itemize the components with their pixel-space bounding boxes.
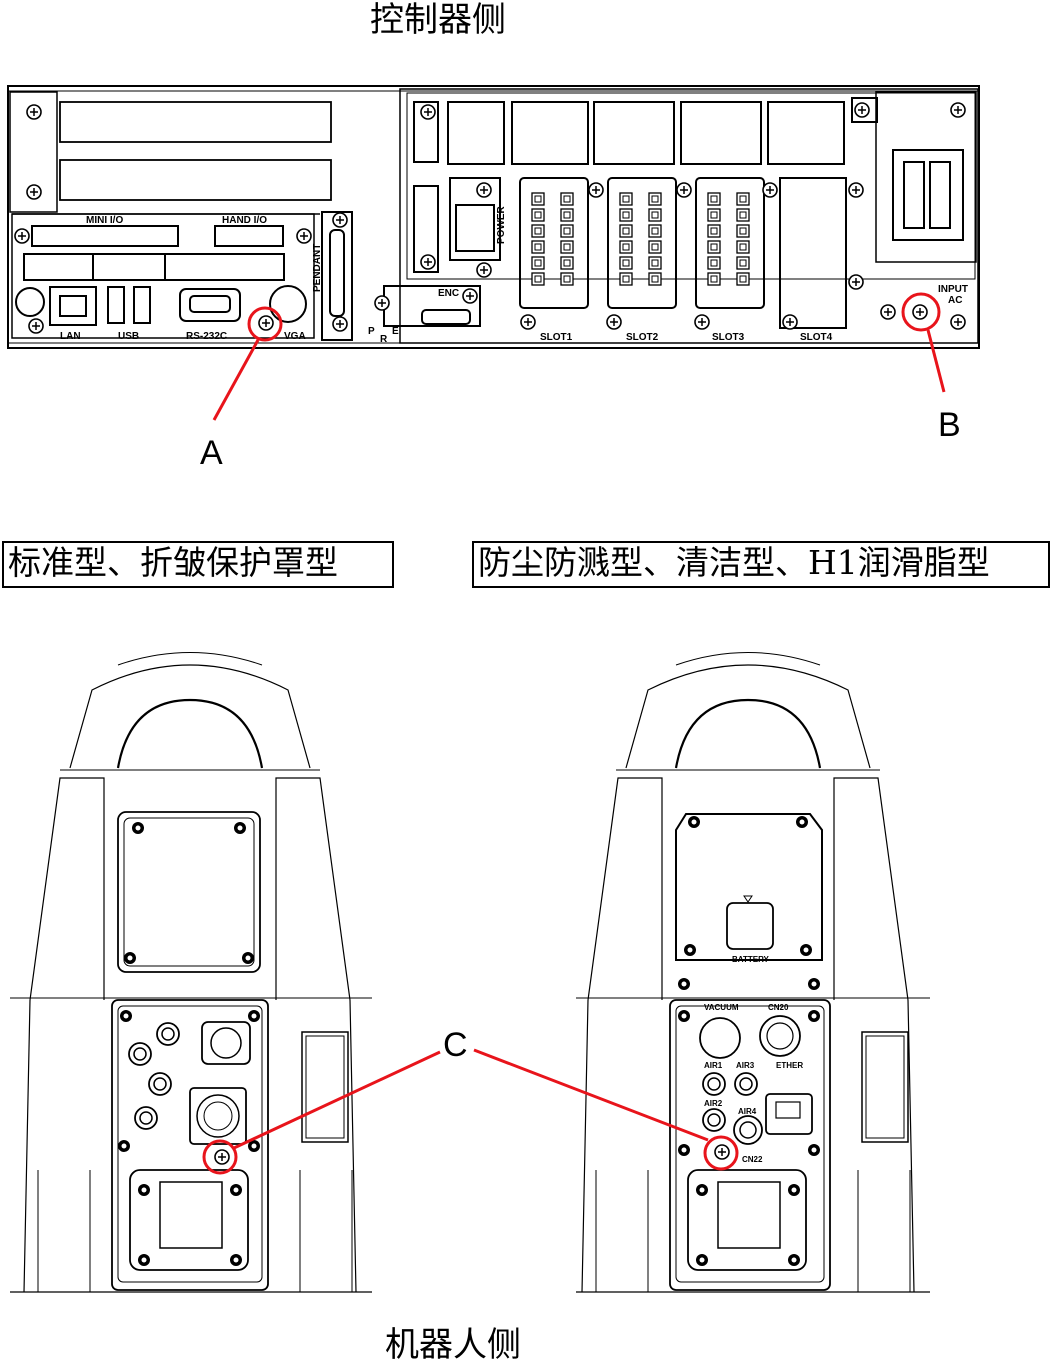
power-label: POWER: [496, 205, 507, 244]
callout-a: [212, 306, 283, 421]
battery-label: BATTERY: [732, 955, 770, 964]
dustproof-type-label: 防尘防溅型、清洁型、H1润滑脂型: [472, 541, 1050, 588]
pendant-label: PENDANT: [312, 244, 323, 292]
robot-left-screws: [118, 822, 260, 1266]
callout-b-letter: B: [938, 406, 961, 444]
controller-panel: [7, 85, 980, 349]
standard-type-label: 标准型、折皱保护罩型: [2, 541, 394, 588]
input-label: INPUT: [938, 284, 968, 295]
hand-io-label: HAND I/O: [222, 215, 267, 226]
cn20-label: CN20: [768, 1003, 789, 1012]
air1-label: AIR1: [704, 1061, 723, 1070]
rs232c-label: RS-232C: [186, 331, 227, 342]
e-label: E: [392, 326, 399, 337]
slot-connectors: [531, 192, 750, 286]
r-label: R: [380, 334, 388, 345]
robot-side-heading: 机器人侧: [385, 1325, 521, 1365]
lan-label: LAN: [60, 331, 81, 342]
vga-label: VGA: [284, 331, 306, 342]
air4-label: AIR4: [738, 1107, 757, 1116]
robot-left: [10, 652, 372, 1293]
callout-c: [202, 1048, 739, 1175]
slot2-label: SLOT2: [626, 332, 659, 343]
air3-label: AIR3: [736, 1061, 755, 1070]
controller-screws: [14, 102, 966, 334]
slot3-label: SLOT3: [712, 332, 745, 343]
robot-right: [576, 652, 930, 1293]
slot4-label: SLOT4: [800, 332, 833, 343]
cn22-label: CN22: [742, 1155, 763, 1164]
usb-label: USB: [118, 331, 139, 342]
callout-a-letter: A: [200, 434, 223, 472]
vacuum-label: VACUUM: [704, 1003, 739, 1012]
mini-io-label: MINI I/O: [86, 215, 123, 226]
air2-label: AIR2: [704, 1099, 723, 1108]
ac-label: AC: [948, 295, 962, 306]
slot1-label: SLOT1: [540, 332, 573, 343]
ether-label: ETHER: [776, 1061, 803, 1070]
enc-label: ENC: [438, 288, 459, 299]
controller-side-heading: 控制器侧: [370, 0, 506, 40]
callout-c-letter: C: [443, 1026, 468, 1064]
p-label: P: [368, 326, 375, 337]
callout-b: [901, 292, 946, 393]
